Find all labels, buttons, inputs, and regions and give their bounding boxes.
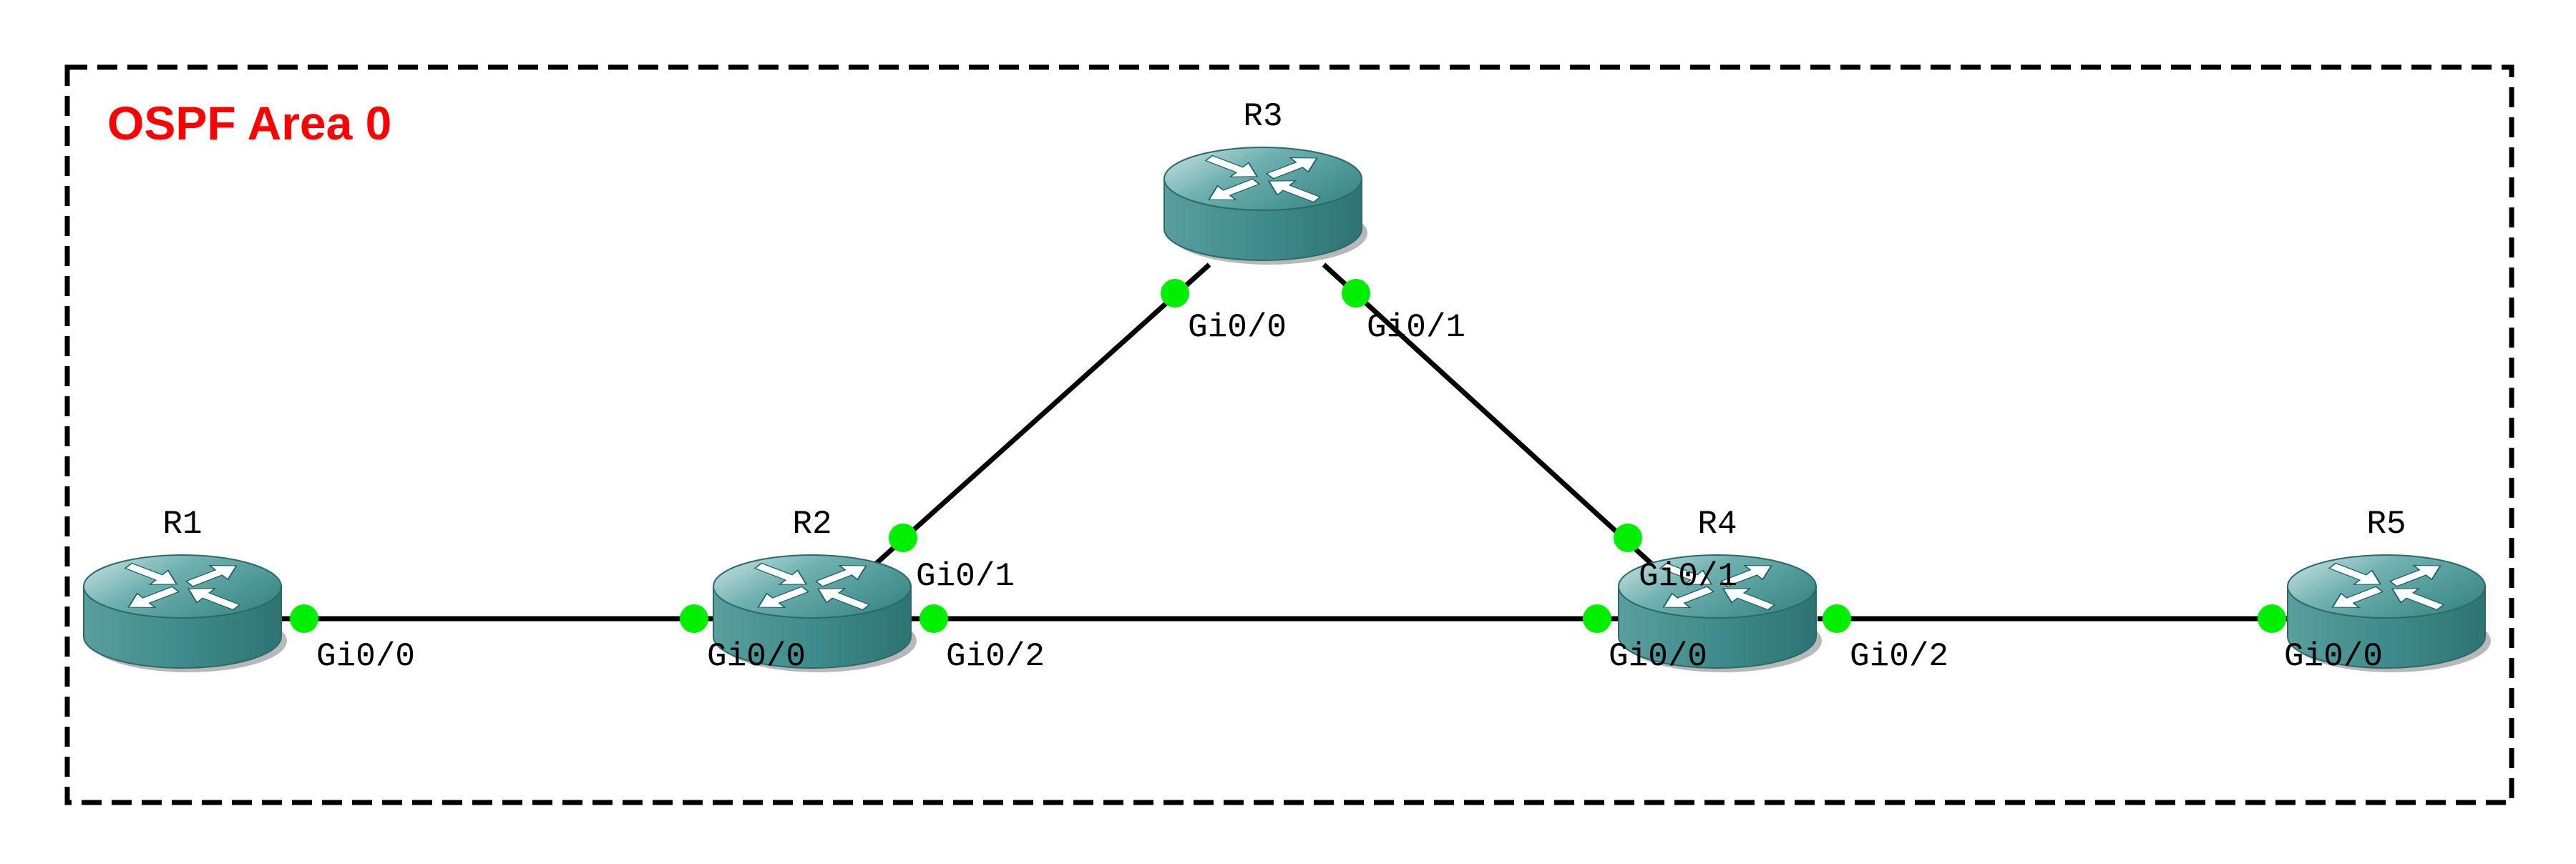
router-arrows-icon (1659, 562, 1776, 611)
interface-label-r1-gi0-0: Gi0/0 (316, 638, 415, 675)
interface-label-r4-gi0-0: Gi0/0 (1609, 638, 1707, 675)
port-dot-r3-gi0-1 (1342, 279, 1370, 308)
links-layer (272, 262, 2297, 622)
area-label: OSPF Area 0 (107, 97, 391, 149)
router-r3[interactable]: R3 (1163, 98, 1367, 265)
port-dot-r4-gi0-2 (1823, 604, 1851, 633)
port-dot-r2-gi0-2 (919, 604, 948, 633)
interface-label-r2-gi0-1: Gi0/1 (916, 558, 1015, 595)
port-dot-r5-gi0-0 (2258, 604, 2286, 633)
router-name-r1: R1 (162, 506, 202, 543)
router-name-r4: R4 (1697, 506, 1737, 543)
ports-layer (290, 279, 2286, 633)
router-name-r5: R5 (2366, 506, 2406, 543)
interface-label-r2-gi0-0: Gi0/0 (707, 638, 806, 675)
port-dot-r2-gi0-1 (889, 524, 917, 552)
link-r3-r4 (1322, 262, 1655, 567)
router-r5[interactable]: R5 (2287, 506, 2491, 672)
router-name-r2: R2 (792, 506, 831, 543)
link-r2-r3 (872, 262, 1211, 567)
port-dot-r3-gi0-0 (1161, 279, 1189, 308)
interface-label-r5-gi0-0: Gi0/0 (2284, 638, 2383, 675)
router-name-r3: R3 (1243, 98, 1282, 135)
interface-label-r2-gi0-2: Gi0/2 (946, 638, 1045, 675)
router-arrows-icon (753, 562, 871, 611)
interface-label-r4-gi0-1: Gi0/1 (1639, 558, 1737, 595)
interface-label-r4-gi0-2: Gi0/2 (1850, 638, 1948, 675)
router-r1[interactable]: R1 (83, 506, 287, 672)
port-dot-r1-gi0-0 (290, 604, 318, 633)
router-r4[interactable]: R4 (1618, 506, 1822, 672)
port-dot-r4-gi0-1 (1614, 524, 1642, 552)
router-arrows-icon (2328, 562, 2445, 611)
port-dot-r2-gi0-0 (680, 604, 708, 633)
router-arrows-icon (1204, 154, 1322, 203)
area-boundary (64, 64, 2514, 805)
router-r2[interactable]: R2 (713, 506, 917, 672)
interface-label-r3-gi0-0: Gi0/0 (1188, 309, 1287, 346)
router-arrows-icon (124, 562, 241, 611)
port-dot-r4-gi0-0 (1583, 604, 1611, 633)
interface-label-r3-gi0-1: Gi0/1 (1367, 309, 1465, 346)
